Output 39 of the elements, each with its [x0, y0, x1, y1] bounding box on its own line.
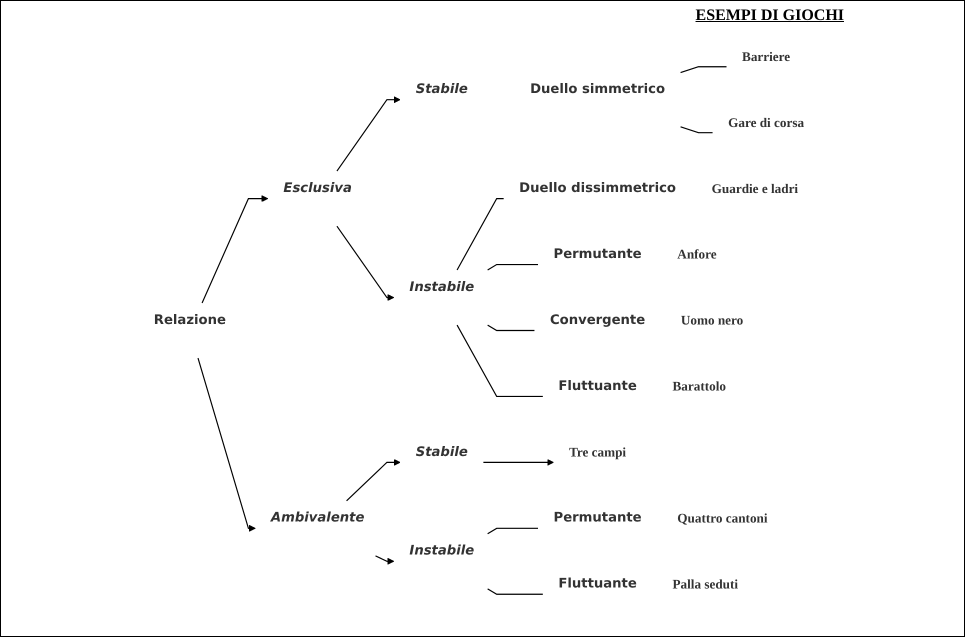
node-text: Gare di corsa	[728, 115, 804, 130]
connector	[487, 324, 534, 332]
node-label: Quattro cantoni	[677, 510, 768, 526]
connector	[487, 588, 543, 595]
node-text: Relazione	[154, 312, 226, 328]
node-text: Stabile	[416, 444, 468, 460]
arrow	[336, 96, 401, 172]
connector	[456, 324, 543, 398]
node-text: Barriere	[742, 49, 790, 64]
node-text: Ambivalente	[270, 510, 364, 526]
node-text: Instabile	[409, 543, 474, 559]
node-text: Tre campi	[569, 444, 626, 460]
node-text: Duello dissimmetrico	[519, 180, 676, 196]
node-text: Instabile	[409, 279, 474, 295]
node-text: Stabile	[416, 81, 468, 97]
node-label: Uomo nero	[680, 313, 744, 328]
node-text: Fluttuante	[558, 576, 637, 592]
node-text: Permutante	[554, 246, 642, 262]
connector	[680, 126, 713, 134]
arrow	[483, 458, 554, 466]
connector	[487, 528, 538, 534]
connector	[456, 198, 504, 270]
connector	[680, 66, 727, 74]
node-text: Esclusiva	[283, 180, 352, 196]
column-heading: ESEMPI DI GIOCHI	[696, 7, 844, 25]
arrow	[336, 226, 394, 301]
node-label: Guardie e ladri	[712, 181, 798, 196]
arrow	[197, 358, 256, 532]
node-text: Convergente	[550, 312, 646, 328]
arrow	[202, 195, 268, 304]
arrow	[346, 458, 401, 502]
connector	[487, 264, 538, 270]
node-label: Palla seduti	[672, 576, 738, 592]
node-label: Barattolo	[672, 378, 726, 394]
node-label: Anfore	[677, 247, 717, 262]
node-text: Permutante	[554, 510, 642, 526]
node-text: Duello simmetrico	[530, 81, 666, 97]
node-text: Fluttuante	[558, 378, 637, 394]
arrow	[375, 555, 394, 565]
